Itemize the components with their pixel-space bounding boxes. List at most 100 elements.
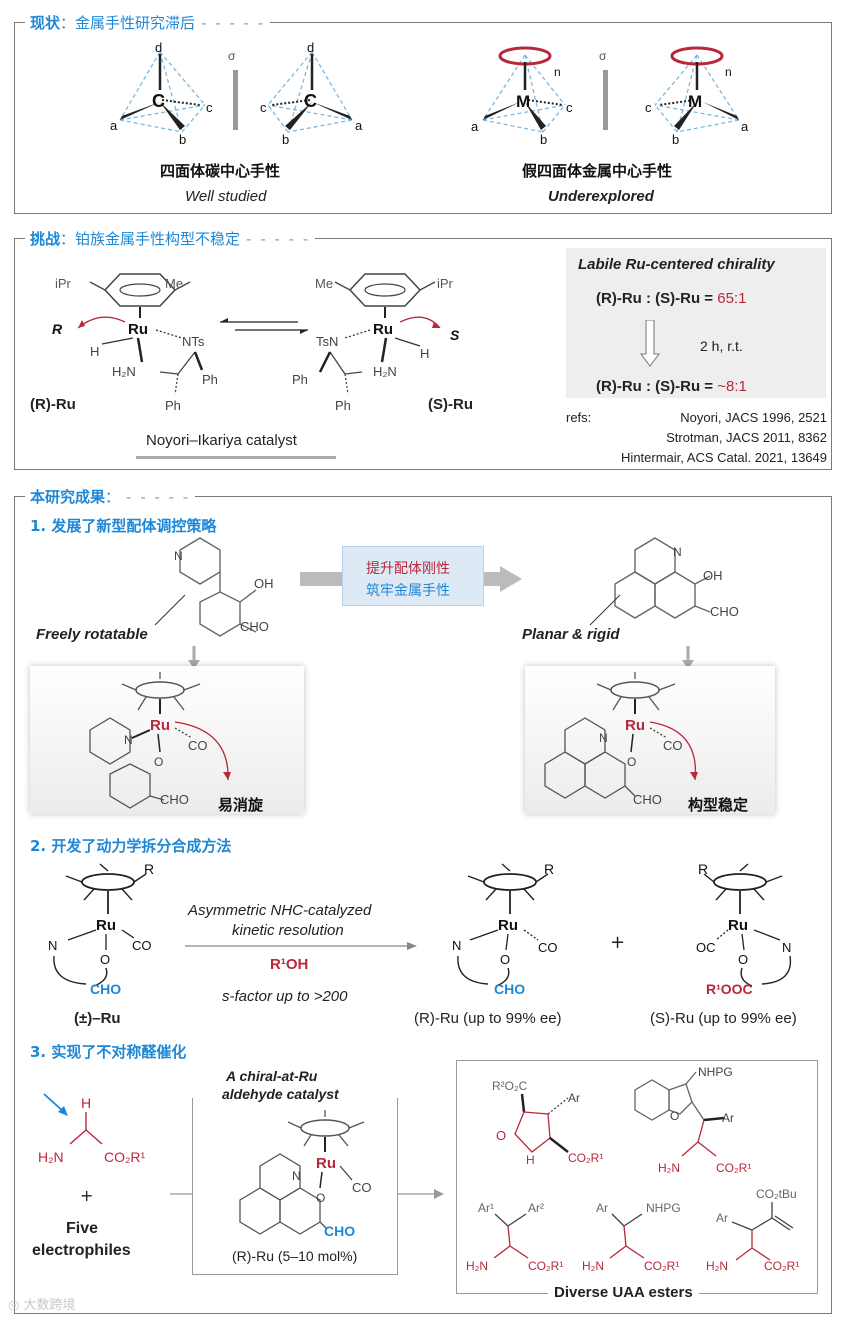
pointer-line-1 [154,594,186,626]
o-catalyst: O [316,1191,325,1205]
tsn-right: TsN [316,334,338,349]
label-n-left: n [554,65,561,79]
mirror-plane-right [603,70,608,130]
kr-line-1: Asymmetric NHC-catalyzed [188,902,372,919]
ph-left-1: Ph [202,372,218,387]
carbon-tetrahedra: C d a b c σ C d a b c [110,40,363,147]
watermark-icon: ◎ [8,1298,24,1313]
o-prod-s: O [738,952,748,967]
panel-results [14,496,832,1314]
plus-sign-kr: + [610,932,626,953]
h-right: H [420,346,429,361]
metal-atom-left: M [516,92,530,111]
strategy-line-2: 筑牢金属手性 [366,583,450,599]
label-d-left: d [155,40,162,55]
h-left: H [90,344,99,359]
catalyst-underline [136,456,336,459]
cho-1: CHO [240,619,269,634]
phenanthroline-ligand: N OH CHO [614,537,739,619]
label-b-left: b [179,132,186,147]
ar2-label: Ar² [528,1201,544,1215]
ref-1: Noyori, JACS 1996, 2521 [680,410,827,425]
complex-box-flexible [30,666,304,814]
reaction-connector [170,1189,444,1199]
co-rac: CO [132,938,152,953]
cho-rigid: CHO [633,792,662,807]
furan-o: O [670,1109,679,1123]
oh-1: OH [254,576,274,591]
ref-2: Strotman, JACS 2011, 8362 [666,430,827,445]
section-ligand-strategy: 1. 发展了新型配体调控策略 [30,517,217,535]
r-ru-label: (R)-Ru [30,396,76,413]
alpha-h: H [81,1095,91,1111]
ar-label-1: Ar [568,1091,580,1105]
metal-label-a-right: a [741,119,749,134]
configurationally-stable: 构型稳定 [688,796,749,814]
glycine-nh2: H₂N [38,1149,64,1165]
ratio-initial-value: 65:1 [717,290,747,307]
label-b-right: b [282,132,289,147]
me-left: Me [165,276,183,291]
planar-rigid-label: Planar & rigid [522,626,620,643]
o-flexible: O [154,755,163,769]
sigma-right: σ [599,49,607,63]
kr-reagent: R¹OH [270,956,309,973]
n-rigid: N [599,731,608,745]
lactam-nh: H [526,1153,535,1167]
s-descriptor: S [450,327,460,343]
metal-atom-right: M [688,92,702,111]
panel-results-label: 本研究成果 [30,488,106,506]
ref-3: Hintermair, ACS Catal. 2021, 13649 [621,450,827,465]
o-rac: O [100,952,110,967]
panel-challenge-heading: 铂族金属手性构型不稳定 [75,230,241,248]
r-product-label: (R)-Ru (up to 99% ee) [414,1010,562,1027]
noyori-catalyst-name: Noyori–Ikariya catalyst [146,432,297,449]
glycine-co2r1: CO₂R¹ [104,1149,146,1165]
ph-right-1: Ph [292,372,308,387]
noyori-equilibrium: iPr Me Ru NTs H H₂N Ph Ph R Me iPr Ru Ts… [52,273,460,413]
co2r1-4: CO₂R¹ [644,1259,679,1273]
catalyst-bracket [192,1098,398,1275]
lactam-o: O [496,1128,506,1143]
r-descriptor: R [52,321,63,337]
catalyst-title-1: A chiral-at-Ru [226,1068,318,1084]
strategy-line-1: 提升配体刚性 [366,561,450,577]
panel-challenge-label: 挑战 [30,230,61,248]
me-right: Me [315,276,333,291]
metal-label-c-right: c [645,100,652,115]
o-rigid: O [627,755,636,769]
ru-prod-r: Ru [498,917,518,934]
r2o2c-label: R²O₂C [492,1079,528,1093]
catalyst-title-2: aldehyde catalyst [222,1086,339,1102]
ar1-label: Ar¹ [478,1201,494,1215]
h2n-5: H₂N [706,1259,728,1273]
ratio-final-value: ~8:1 [717,378,747,395]
ipr-right: iPr [437,276,454,291]
kr-arrow [185,942,417,950]
watermark: ◎ 大数跨境 [8,1294,76,1313]
r-ru-product: R Ru CO N O CHO [452,862,558,997]
panel-status-label: 现状 [30,14,61,32]
kr-line-2: kinetic resolution [232,922,344,939]
co-rigid: CO [663,738,683,753]
flexible-ru-complex: Ru CO N O CHO [89,672,231,809]
sigma-left: σ [228,49,236,63]
metal-label-b-right: b [672,132,679,147]
panel-status-title: 现状：金属手性研究滞后- - - - - [25,12,271,33]
section-asymmetric-catalysis: 3. 实现了不对称醛催化 [30,1043,187,1061]
n-rac: N [48,938,57,953]
ratio-final-prefix: (R)-Ru : (S)-Ru = [596,378,718,395]
metal-label-a-left: a [471,119,479,134]
r-rac: R [144,862,154,877]
ru-rigid: Ru [625,717,645,734]
nh2-left: H₂N [112,364,136,379]
o-prod-r: O [500,952,510,967]
n-flexible: N [124,733,133,747]
carbon-chirality-title: 四面体碳中心手性 [160,162,281,180]
cho-rac: CHO [90,981,121,997]
ratio-initial: (R)-Ru : (S)-Ru = 65:1 [596,290,746,307]
watermark-text: 大数跨境 [23,1298,76,1313]
refs-label: refs: [566,410,592,425]
ratio-initial-prefix: (R)-Ru : (S)-Ru = [596,290,718,307]
labile-title: Labile Ru-centered chirality [578,256,775,273]
